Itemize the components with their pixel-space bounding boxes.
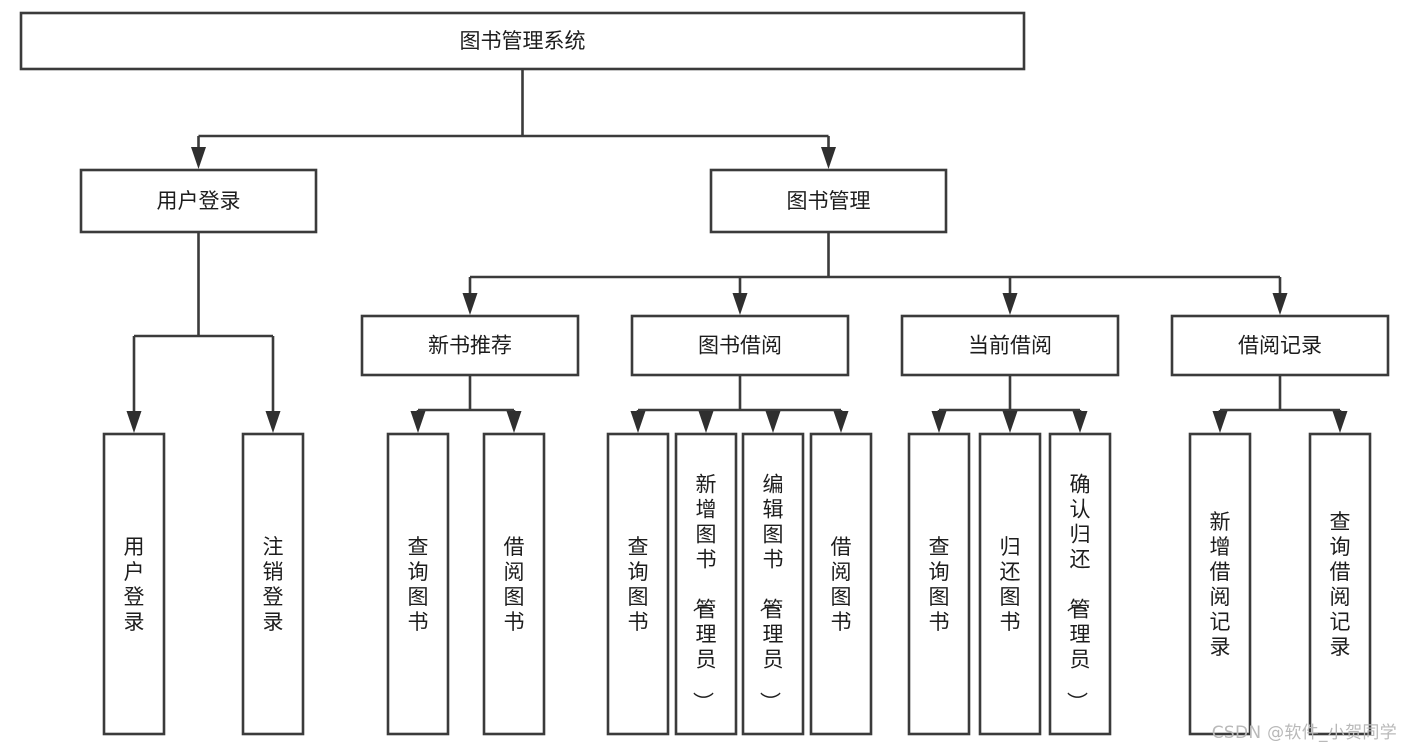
node-box[interactable]: [978, 432, 1042, 736]
connector-arrowhead: [630, 411, 646, 433]
node-borrow-record[interactable]: 借阅记录: [1170, 314, 1390, 377]
node-leaf-user-login[interactable]: 用户登录: [102, 432, 166, 736]
node-box[interactable]: [809, 432, 873, 736]
connector-arrowhead: [462, 293, 478, 315]
node-box[interactable]: [102, 432, 166, 736]
node-box[interactable]: [709, 168, 948, 234]
node-box[interactable]: [79, 168, 318, 234]
node-book-borrow[interactable]: 图书借阅: [630, 314, 850, 377]
connector-arrowhead: [931, 411, 947, 433]
node-box[interactable]: [1048, 432, 1112, 736]
node-leaf-borrow-book-1[interactable]: 借阅图书: [482, 432, 546, 736]
node-box[interactable]: [482, 432, 546, 736]
node-label: 当前借阅: [968, 334, 1052, 358]
node-leaf-edit-book[interactable]: 编辑图书（管理员）: [741, 432, 805, 736]
node-label: 编辑图书（管理员）: [758, 473, 784, 713]
node-box[interactable]: [630, 314, 850, 377]
node-new-book-rec[interactable]: 新书推荐: [360, 314, 580, 377]
node-layer: 图书管理系统用户登录图书管理新书推荐图书借阅当前借阅借阅记录用户登录注销登录查询…: [19, 11, 1390, 736]
node-label: 查询图书: [929, 535, 950, 634]
connector-arrowhead: [1002, 293, 1018, 315]
node-box[interactable]: [386, 432, 450, 736]
node-label: 新增图书（管理员）: [691, 473, 717, 713]
node-label: 借阅图书: [504, 535, 525, 634]
connector-arrowhead: [833, 411, 849, 433]
node-label: 用户登录: [124, 535, 145, 634]
node-leaf-query-book-1[interactable]: 查询图书: [386, 432, 450, 736]
node-label: 图书管理系统: [460, 29, 586, 53]
node-label: 借阅图书: [831, 535, 852, 634]
node-label: 确认归还（管理员）: [1065, 473, 1091, 713]
node-box[interactable]: [1188, 432, 1252, 736]
node-label: 查询借阅记录: [1330, 510, 1351, 659]
node-label: 归还图书: [1000, 535, 1021, 634]
node-leaf-add-record[interactable]: 新增借阅记录: [1188, 432, 1252, 736]
node-box[interactable]: [741, 432, 805, 736]
connector-arrowhead: [1002, 411, 1018, 433]
node-box[interactable]: [606, 432, 670, 736]
node-box[interactable]: [241, 432, 305, 736]
node-leaf-borrow-book-2[interactable]: 借阅图书: [809, 432, 873, 736]
connector-arrowhead: [1332, 411, 1348, 433]
node-leaf-add-book[interactable]: 新增图书（管理员）: [674, 432, 738, 736]
node-leaf-query-book-3[interactable]: 查询图书: [907, 432, 971, 736]
connector-arrowhead: [191, 147, 206, 169]
node-box[interactable]: [674, 432, 738, 736]
node-leaf-confirm-return[interactable]: 确认归还（管理员）: [1048, 432, 1112, 736]
connector-arrowhead: [506, 411, 522, 433]
node-leaf-query-book-2[interactable]: 查询图书: [606, 432, 670, 736]
node-box[interactable]: [1170, 314, 1390, 377]
node-label: 注销登录: [263, 535, 284, 634]
node-box[interactable]: [907, 432, 971, 736]
connector-arrowhead: [126, 411, 142, 433]
node-label: 借阅记录: [1238, 334, 1322, 358]
node-label: 用户登录: [157, 189, 241, 213]
node-label: 新书推荐: [428, 334, 512, 358]
node-box[interactable]: [1308, 432, 1372, 736]
connector-arrowhead: [821, 147, 836, 169]
node-box[interactable]: [19, 11, 1026, 71]
connector-arrowhead: [1272, 293, 1288, 315]
node-label: 新增借阅记录: [1210, 510, 1231, 659]
node-label: 图书借阅: [698, 334, 782, 358]
connector-arrowhead: [265, 411, 281, 433]
node-root[interactable]: 图书管理系统: [19, 11, 1026, 71]
connector-arrowhead: [732, 293, 748, 315]
node-leaf-logout[interactable]: 注销登录: [241, 432, 305, 736]
connector-arrowhead: [698, 411, 714, 433]
node-box[interactable]: [900, 314, 1120, 377]
node-book-mgmt[interactable]: 图书管理: [709, 168, 948, 234]
connector-arrowhead: [410, 411, 426, 433]
connector-arrowhead: [1212, 411, 1228, 433]
node-user-login[interactable]: 用户登录: [79, 168, 318, 234]
connector-arrowhead: [765, 411, 781, 433]
node-label: 图书管理: [787, 189, 871, 213]
connector-arrowhead: [1072, 411, 1088, 433]
node-label: 查询图书: [408, 535, 429, 634]
connector-layer: [126, 69, 1348, 433]
node-leaf-query-record[interactable]: 查询借阅记录: [1308, 432, 1372, 736]
node-leaf-return-book[interactable]: 归还图书: [978, 432, 1042, 736]
node-current-borrow[interactable]: 当前借阅: [900, 314, 1120, 377]
node-label: 查询图书: [628, 535, 649, 634]
node-box[interactable]: [360, 314, 580, 377]
